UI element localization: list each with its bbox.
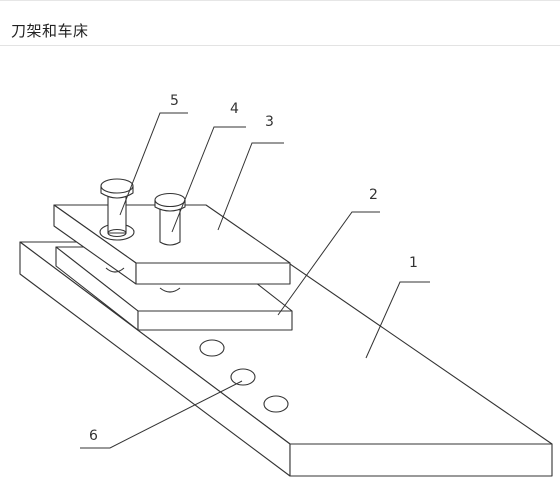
page-header: 刀架和车床 (0, 0, 560, 46)
gap-hole-1 (105, 267, 125, 273)
leader-2 (277, 211, 380, 316)
callout-6: 6 (89, 428, 98, 444)
leader-lines (80, 112, 430, 449)
leader-6 (80, 380, 243, 449)
leader-3 (217, 142, 284, 231)
leader-5 (119, 112, 188, 216)
callout-3: 3 (265, 114, 274, 130)
callout-2: 2 (369, 187, 378, 203)
base-plate-end-face (289, 443, 553, 477)
bolt-5-shank-base (107, 228, 127, 238)
base-hole-1 (199, 339, 225, 357)
callout-4: 4 (230, 101, 239, 117)
pin-4 (154, 192, 186, 246)
pin-4-head-top (154, 192, 186, 208)
page-title: 刀架和车床 (11, 22, 89, 40)
base-hole-2 (230, 368, 256, 386)
pin-4-shank (159, 204, 181, 246)
upper-plate-end-face (135, 262, 291, 285)
callout-labels: 1 2 3 4 5 6 (89, 93, 418, 444)
callout-5: 5 (170, 93, 179, 109)
bolt-5-head-top (100, 178, 134, 194)
lower-plate-end-face (137, 310, 293, 331)
gap-hole-2 (159, 287, 181, 293)
leader-4 (171, 126, 246, 233)
bolt-5 (99, 178, 135, 241)
base-hole-3 (263, 395, 289, 413)
callout-1: 1 (409, 255, 418, 271)
leader-1 (365, 281, 430, 359)
